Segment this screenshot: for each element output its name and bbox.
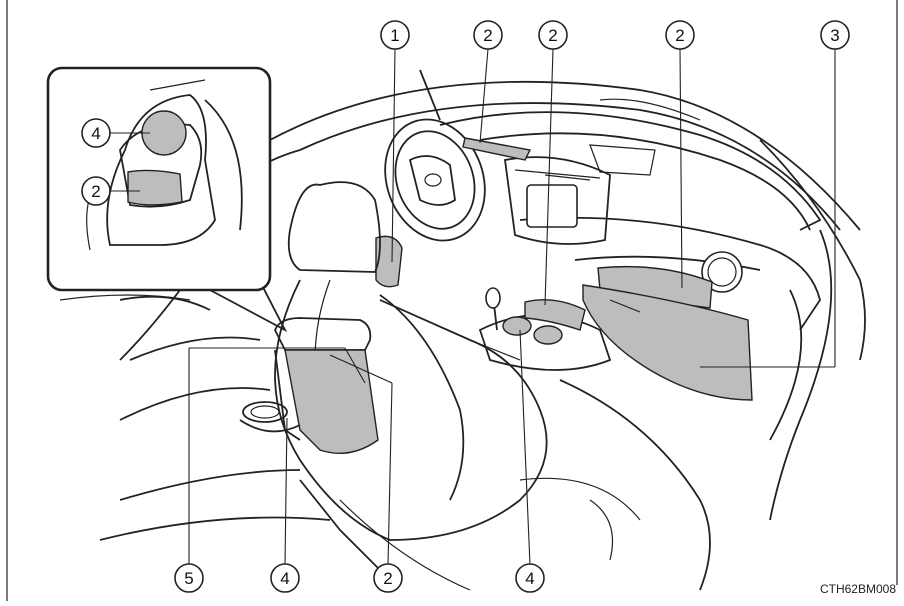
svg-text:1: 1 xyxy=(390,26,399,45)
svg-text:2: 2 xyxy=(383,569,392,588)
callout-2-inset: 2 xyxy=(81,176,111,206)
lower-storage-left xyxy=(375,235,403,288)
svg-text:2: 2 xyxy=(675,26,684,45)
rear-console xyxy=(239,317,379,454)
callout-2-top-c: 2 xyxy=(665,20,695,50)
callout-2-top-a: 2 xyxy=(473,20,503,50)
callout-3-top: 3 xyxy=(820,20,850,50)
display-screen xyxy=(526,184,578,228)
steering-wheel xyxy=(384,118,486,242)
callout-4-inset: 4 xyxy=(81,118,111,148)
gear-shift-knob xyxy=(485,287,501,309)
callout-1-top: 1 xyxy=(380,20,410,50)
svg-text:5: 5 xyxy=(184,569,193,588)
car-body-lines xyxy=(59,69,866,591)
upper-box-storage xyxy=(462,137,532,161)
callout-4-bottom-a: 4 xyxy=(270,563,300,593)
callout-5-bottom: 5 xyxy=(174,563,204,593)
svg-text:2: 2 xyxy=(91,182,100,201)
svg-text:4: 4 xyxy=(525,569,534,588)
front-cup-holder-a xyxy=(502,316,532,336)
leader-lines xyxy=(110,48,836,566)
console-tray xyxy=(524,299,586,331)
glove-box xyxy=(582,284,753,401)
inset-tray xyxy=(127,169,183,206)
rear-console-box xyxy=(284,349,379,454)
figure-code: CTH62BM008 xyxy=(819,582,896,596)
callout-2-bottom: 2 xyxy=(373,563,403,593)
front-console xyxy=(469,287,612,371)
svg-text:4: 4 xyxy=(280,569,289,588)
callout-2-top-b: 2 xyxy=(538,20,568,50)
front-cup-holder-b xyxy=(533,325,563,345)
zoom-inset xyxy=(46,66,272,292)
rear-cup-holder xyxy=(242,401,288,423)
svg-text:4: 4 xyxy=(91,124,100,143)
svg-text:2: 2 xyxy=(548,26,557,45)
svg-text:3: 3 xyxy=(830,26,839,45)
callout-4-bottom-b: 4 xyxy=(515,563,545,593)
center-console-display xyxy=(503,156,611,245)
svg-text:2: 2 xyxy=(483,26,492,45)
